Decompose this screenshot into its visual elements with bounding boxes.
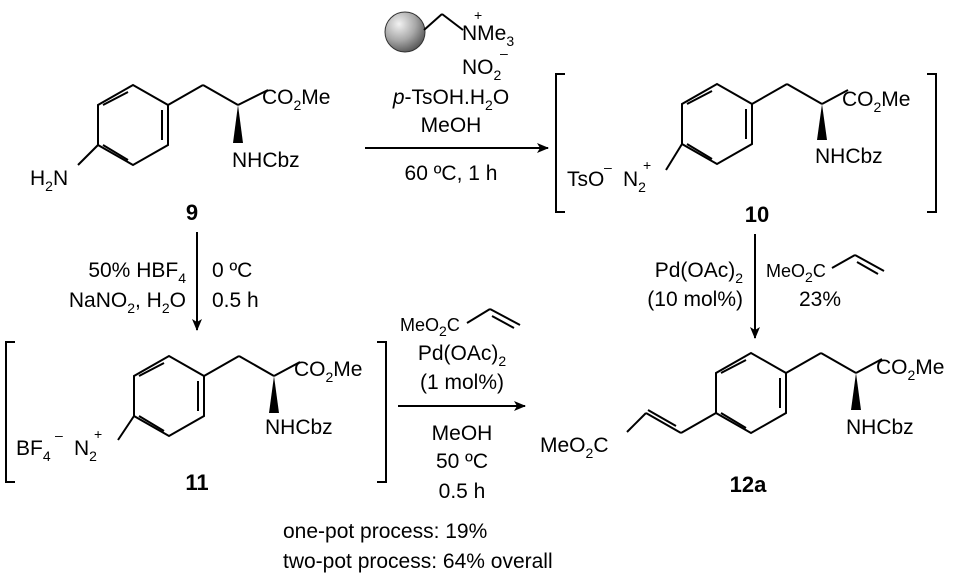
counterion-charge: – [604, 159, 612, 175]
ester-label: CO2Me [876, 356, 944, 383]
temperature-label: 50 ºC [436, 450, 488, 473]
wedge-bond [851, 373, 861, 410]
resin-bead [384, 11, 426, 53]
wedge-bond [269, 376, 279, 413]
carbamate-label: NHCbz [846, 416, 914, 439]
compound-label-11: 11 [185, 470, 208, 495]
solvent-label: MeOH [432, 422, 493, 445]
carbamate-label: NHCbz [815, 145, 883, 168]
conditions-label: 60 ºC, 1 h [405, 162, 498, 185]
yield-label: 23% [799, 288, 841, 311]
bracket-left [5, 341, 15, 483]
wedge-bond [817, 104, 827, 140]
wedge-bond [233, 105, 243, 143]
loading-label: (1 mol%) [420, 371, 504, 394]
acid-label: p-TsOH.H2O [392, 86, 509, 113]
compound-11 [117, 354, 301, 441]
benzene-ring [681, 82, 753, 166]
diazonium-charge: + [94, 426, 102, 442]
compound-12a [626, 351, 883, 435]
benzene-ring [715, 351, 787, 435]
catalyst-label: Pd(OAc)2 [418, 342, 507, 369]
compound-10 [665, 82, 849, 171]
acrylate-vinyl [466, 308, 521, 329]
counterion-label: BF4 [16, 437, 51, 464]
diazonium-label: N2 [74, 437, 97, 464]
carbamate-label: NHCbz [232, 149, 300, 172]
temperature-label: 0 ºC [212, 259, 252, 282]
compound-label-12a: 12a [730, 472, 767, 497]
loading-label: (10 mol%) [647, 288, 743, 311]
catalyst-label: Pd(OAc)2 [655, 259, 744, 286]
ester-label: CO2Me [262, 86, 330, 113]
two-pot-summary: two-pot process: 64% overall [283, 550, 553, 573]
bracket-right [927, 73, 937, 213]
one-pot-summary: one-pot process: 19% [283, 520, 487, 543]
nitrite-label: NO2 [462, 56, 502, 83]
carbamate-label: NHCbz [265, 416, 333, 439]
acid-label: 50% HBF4 [88, 259, 186, 286]
benzene-ring [97, 83, 169, 167]
counterion-label: TsO [567, 168, 604, 191]
nitrite-charge: – [500, 45, 508, 61]
compound-9 [77, 83, 269, 167]
time-label: 0.5 h [439, 480, 486, 503]
acrylate-label: MeO2C [766, 261, 826, 285]
ester-left-label: MeO2C [540, 434, 608, 461]
diazonium-charge: + [643, 157, 651, 173]
ester-label: CO2Me [294, 358, 362, 385]
diazonium-label: N2 [623, 168, 646, 195]
amine-label: H2N [30, 167, 68, 194]
time-label: 0.5 h [212, 289, 259, 312]
bracket-left [555, 73, 565, 213]
resin-ammonium-label: NMe3 [462, 22, 514, 49]
nitrite-water-label: NaNO2, H2O [69, 289, 186, 316]
resin-charge: + [474, 7, 482, 23]
compound-label-10: 10 [745, 202, 769, 227]
acrylate-label: MeO2C [400, 315, 460, 339]
counterion-charge: – [55, 427, 63, 443]
compound-label-9: 9 [186, 200, 198, 225]
bracket-right [377, 341, 387, 483]
acrylate-vinyl [831, 254, 885, 275]
ester-label: CO2Me [842, 88, 910, 115]
benzene-ring [133, 354, 205, 438]
solvent-label: MeOH [421, 114, 482, 137]
